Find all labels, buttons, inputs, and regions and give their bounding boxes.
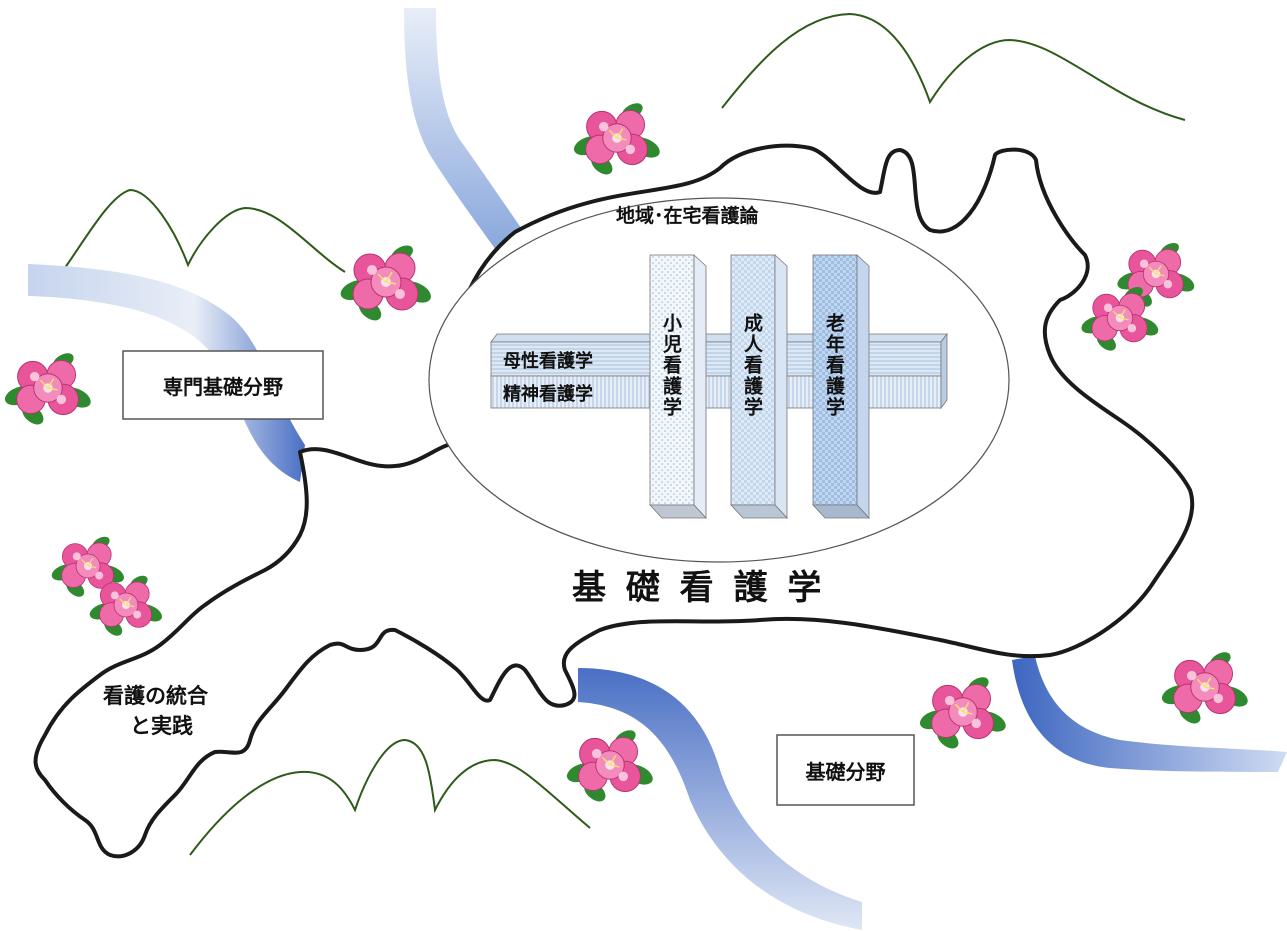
specialized-basic-field-label: 専門基礎分野	[163, 374, 283, 399]
mountain-bottom	[189, 738, 591, 856]
pillar-label-geriatric: 老年看護学	[823, 313, 845, 418]
river-bottom	[578, 668, 862, 930]
rhododendron-flower-icon	[570, 99, 664, 180]
pillar-adult	[730, 254, 788, 520]
pillar-label-adult: 成人看護学	[741, 313, 763, 418]
foundation-nursing-label: 基 礎 看 護 学	[572, 568, 826, 608]
rhododendron-flower-icon	[1, 349, 95, 430]
rhododendron-flower-icon	[337, 241, 436, 326]
pillar-label-pediatric: 小児看護学	[660, 313, 682, 418]
rhododendron-flower-icon	[1158, 648, 1252, 729]
river-right	[1012, 656, 1287, 772]
river-top	[404, 8, 524, 250]
integration-label-line2: と実践	[130, 714, 193, 738]
vertical-pillars	[649, 254, 870, 520]
pillar-pediatric	[649, 254, 707, 520]
rhododendron-flower-icon	[916, 673, 1010, 754]
integration-label-line1: 看護の統合	[103, 684, 208, 708]
bar-label-psychiatric: 精神看護学	[503, 384, 593, 405]
mountain-ridges	[61, 12, 1186, 856]
community-home-nursing-label: 地域･在宅看護論	[616, 205, 759, 227]
mountain-top-right	[721, 12, 1186, 121]
mountain-left	[61, 188, 346, 273]
rhododendron-flower-icon	[563, 726, 657, 807]
bar-label-maternal: 母性看護学	[503, 351, 593, 372]
basic-field-label: 基礎分野	[805, 759, 886, 784]
specialized-box-frame	[122, 350, 324, 420]
basic-box-frame	[776, 734, 915, 806]
pillar-geriatric	[812, 254, 870, 520]
